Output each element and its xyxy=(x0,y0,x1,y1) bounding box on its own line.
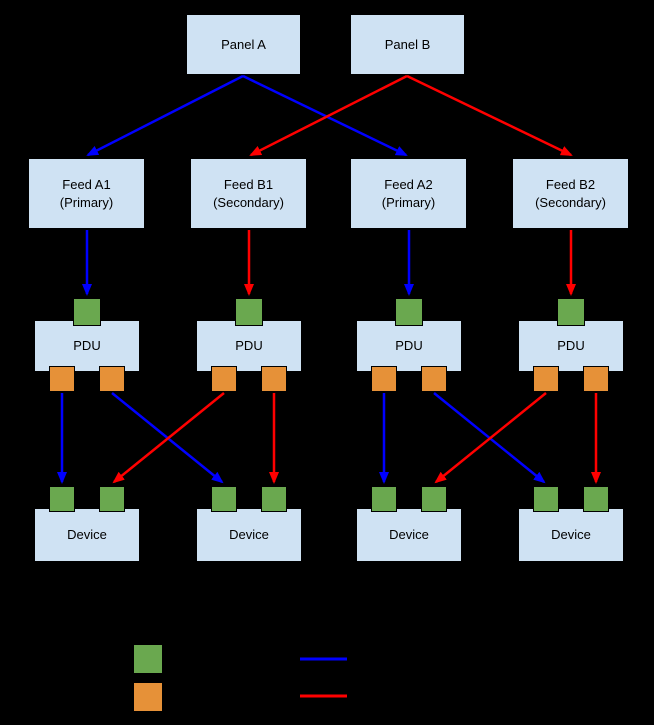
edge-pdu2-device1 xyxy=(112,392,225,484)
node-pdu-3: PDU xyxy=(356,320,462,372)
device-4-label: Device xyxy=(551,527,591,543)
node-device-3: Device xyxy=(356,508,462,562)
pdu-4-label: PDU xyxy=(557,338,585,354)
device-1-label: Device xyxy=(67,527,107,543)
feed-b1-name: Feed B1 xyxy=(223,176,274,192)
node-pdu-2: PDU xyxy=(196,320,302,372)
pdu-1-output-port-left xyxy=(49,366,75,392)
device-3-input-port-left xyxy=(371,486,397,512)
feed-a2-role: (Primary) xyxy=(381,194,436,210)
edge-pdu4-device3 xyxy=(434,392,547,484)
device-3-label: Device xyxy=(389,527,429,543)
edge-pdu3-device4 xyxy=(433,392,546,484)
edge-panel-a-feed-a1 xyxy=(86,74,244,157)
device-2-input-port-right xyxy=(261,486,287,512)
edge-panel-b-feed-b1 xyxy=(249,74,408,157)
node-pdu-1: PDU xyxy=(34,320,140,372)
pdu-1-output-port-right xyxy=(99,366,125,392)
node-feed-a2: Feed A2 (Primary) xyxy=(350,158,467,229)
node-device-1: Device xyxy=(34,508,140,562)
device-4-input-port-right xyxy=(583,486,609,512)
pdu-4-input-port xyxy=(557,298,585,326)
device-1-input-port-left xyxy=(49,486,75,512)
node-pdu-4: PDU xyxy=(518,320,624,372)
pdu-4-output-port-right xyxy=(583,366,609,392)
device-4-input-port-left xyxy=(533,486,559,512)
pdu-2-label: PDU xyxy=(235,338,263,354)
node-feed-b1: Feed B1 (Secondary) xyxy=(190,158,307,229)
feed-a1-name: Feed A1 xyxy=(62,176,111,192)
feed-b1-role: (Secondary) xyxy=(213,194,284,210)
legend-input-port-swatch xyxy=(133,644,163,674)
edge-pdu1-device2 xyxy=(111,392,224,484)
feed-b2-role: (Secondary) xyxy=(535,194,606,210)
device-1-input-port-right xyxy=(99,486,125,512)
node-device-4: Device xyxy=(518,508,624,562)
pdu-3-input-port xyxy=(395,298,423,326)
pdu-3-output-port-left xyxy=(371,366,397,392)
feed-a1-role: (Primary) xyxy=(59,194,114,210)
node-device-2: Device xyxy=(196,508,302,562)
feed-a2-name: Feed A2 xyxy=(384,176,433,192)
feed-b2-name: Feed B2 xyxy=(545,176,596,192)
node-feed-a1: Feed A1 (Primary) xyxy=(28,158,145,229)
pdu-1-input-port xyxy=(73,298,101,326)
node-panel-a: Panel A xyxy=(186,14,301,75)
pdu-2-output-port-left xyxy=(211,366,237,392)
pdu-1-label: PDU xyxy=(73,338,101,354)
panel-b-label: Panel B xyxy=(384,36,431,52)
device-2-label: Device xyxy=(229,527,269,543)
edge-panel-b-feed-b2 xyxy=(406,74,573,157)
edge-panel-a-feed-a2 xyxy=(242,74,408,157)
pdu-2-input-port xyxy=(235,298,263,326)
legend-output-port-swatch xyxy=(133,682,163,712)
pdu-4-output-port-left xyxy=(533,366,559,392)
pdu-2-output-port-right xyxy=(261,366,287,392)
panel-a-label: Panel A xyxy=(221,36,266,52)
node-feed-b2: Feed B2 (Secondary) xyxy=(512,158,629,229)
pdu-3-output-port-right xyxy=(421,366,447,392)
pdu-3-label: PDU xyxy=(395,338,423,354)
node-panel-b: Panel B xyxy=(350,14,465,75)
device-3-input-port-right xyxy=(421,486,447,512)
device-2-input-port-left xyxy=(211,486,237,512)
